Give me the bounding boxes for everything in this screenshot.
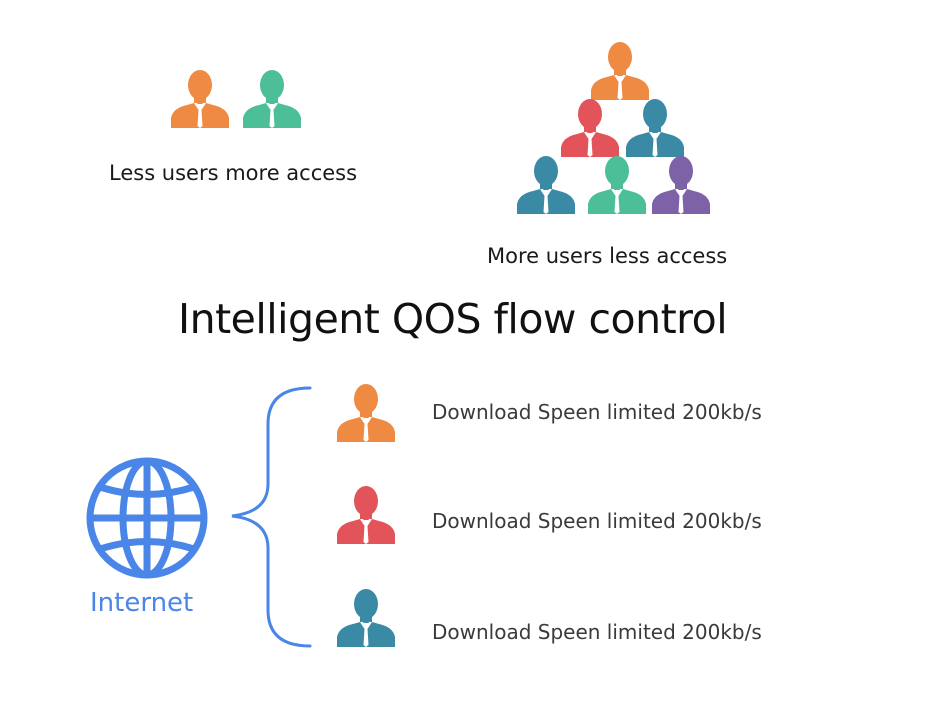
more-users-caption: More users less access [487, 244, 728, 268]
flow-speed-text: Download Speen limited 200kb/s [432, 620, 762, 644]
flow-person-icon-teal [333, 587, 399, 647]
person-icon-green [239, 68, 305, 128]
curly-brace [226, 384, 316, 650]
person-icon-red [557, 97, 623, 157]
globe-svg [86, 457, 208, 579]
internet-label: Internet [90, 588, 194, 618]
person-icon-orange [587, 40, 653, 100]
flow-person-icon-red [333, 484, 399, 544]
flow-speed-text: Download Speen limited 200kb/s [432, 400, 762, 424]
flow-speed-text: Download Speen limited 200kb/s [432, 509, 762, 533]
globe-icon [83, 454, 211, 582]
less-users-caption: Less users more access [109, 161, 358, 185]
person-icon-purple [648, 154, 714, 214]
page-title: Intelligent QOS flow control [178, 295, 728, 343]
person-icon-teal [513, 154, 579, 214]
person-icon-teal [622, 97, 688, 157]
person-icon-green [584, 154, 650, 214]
person-icon-orange [167, 68, 233, 128]
flow-person-icon-orange [333, 382, 399, 442]
